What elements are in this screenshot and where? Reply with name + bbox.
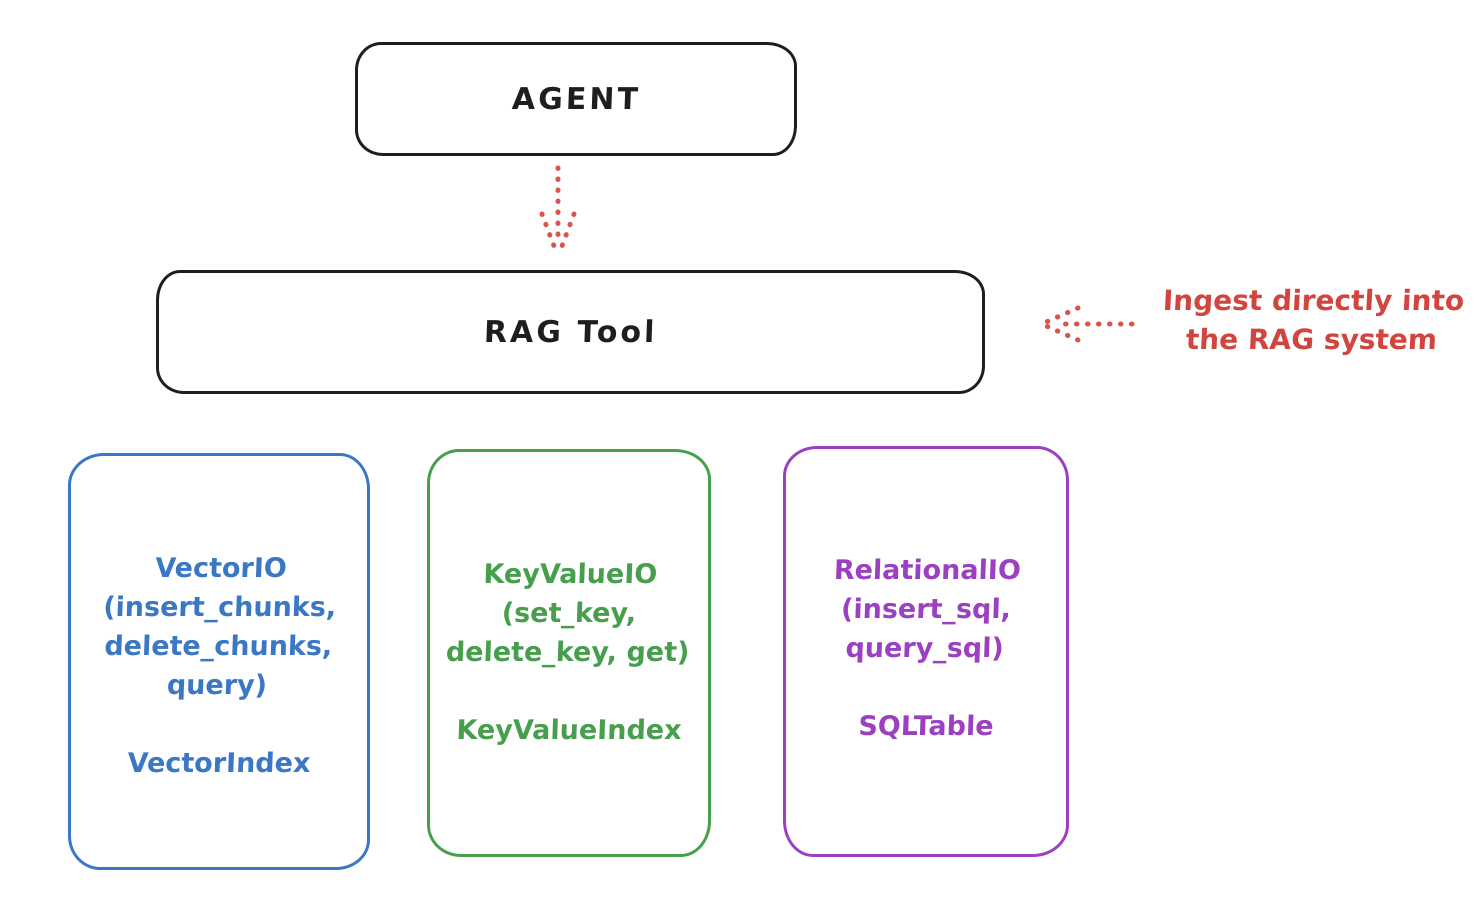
vector-io-label: VectorIO (insert_chunks, delete_chunks, … bbox=[102, 553, 337, 701]
agent-box: AGENT bbox=[355, 42, 797, 156]
rag-tool-box: RAG Tool bbox=[156, 270, 985, 394]
keyvalue-index-label: KeyValueIndex bbox=[455, 715, 683, 746]
dotted-arrow-down-icon bbox=[539, 165, 577, 257]
vector-index-label: VectorIndex bbox=[127, 748, 311, 779]
keyvalue-io-label: KeyValueIO (set_key, delete_key, get) bbox=[445, 559, 690, 668]
agent-label: AGENT bbox=[510, 81, 642, 117]
dotted-arrow-left-icon bbox=[1041, 305, 1135, 343]
keyvalue-io-box: KeyValueIO (set_key, delete_key, get) Ke… bbox=[427, 449, 711, 857]
vector-io-box: VectorIO (insert_chunks, delete_chunks, … bbox=[68, 453, 370, 870]
ingest-annotation: Ingest directly into the RAG system bbox=[1161, 284, 1466, 356]
relational-io-label: RelationalIO (insert_sql, query_sql) bbox=[833, 555, 1022, 664]
relational-io-box: RelationalIO (insert_sql, query_sql) SQL… bbox=[783, 446, 1069, 857]
rag-tool-label: RAG Tool bbox=[483, 314, 658, 350]
sql-table-label: SQLTable bbox=[857, 711, 995, 742]
